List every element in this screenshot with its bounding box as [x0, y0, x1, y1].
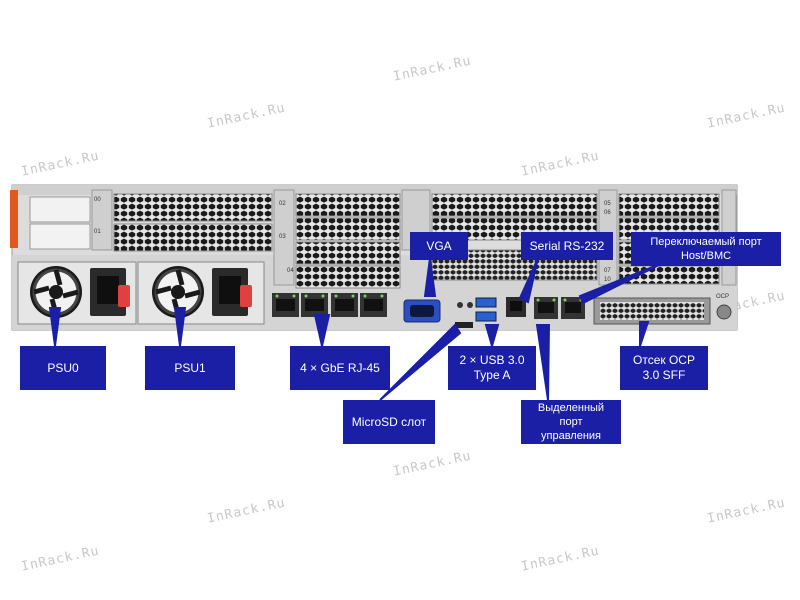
vent-grille [295, 241, 401, 265]
psu0-release-latch[interactable] [118, 285, 130, 307]
power-led-icon [457, 302, 463, 308]
slot-number: 07 [604, 268, 611, 274]
usb-port[interactable] [475, 311, 497, 322]
slot-number: 06 [604, 210, 611, 216]
id-button[interactable] [467, 302, 473, 308]
slot-number: 03 [279, 234, 286, 240]
callout-microsd: MicroSD слот [343, 400, 435, 444]
usb-port[interactable] [475, 297, 497, 308]
vent-grille [295, 265, 401, 289]
callout-psu1: PSU1 [145, 346, 235, 390]
slot-number: 02 [279, 201, 286, 207]
vent-grille [113, 193, 273, 222]
gbe-port-group [272, 293, 387, 317]
psu1-release-latch[interactable] [240, 285, 252, 307]
vent-grille [113, 223, 273, 252]
callout-psu0: PSU0 [20, 346, 106, 390]
slot-number: 05 [604, 201, 611, 207]
vent-grille [431, 193, 598, 217]
microsd-slot[interactable] [455, 322, 473, 328]
callout-vga: VGA [410, 232, 468, 260]
callout-mgmt: Выделенный порт управления [521, 400, 621, 444]
leader-lines [48, 257, 666, 401]
callout-ocp: Отсек OCP 3.0 SFF [620, 346, 708, 390]
callout-host-bmc: Переключаемый порт Host/BMC [631, 232, 781, 266]
ocp-label: OCP [716, 294, 729, 300]
vent-grille [618, 193, 720, 217]
thumbscrew-icon[interactable] [716, 304, 732, 320]
psu1-module [137, 261, 265, 325]
latch-handle[interactable] [10, 190, 18, 248]
slot-number: 01 [94, 229, 101, 235]
callout-serial: Serial RS-232 [521, 232, 613, 260]
vent-grille [295, 193, 401, 217]
psu0-module [17, 261, 137, 325]
callout-usb: 2 × USB 3.0 Type A [448, 346, 536, 390]
slot-number: 10 [604, 277, 611, 283]
slot-number: 04 [287, 268, 294, 274]
callout-gbe: 4 × GbE RJ-45 [290, 346, 390, 390]
vent-grille [295, 217, 401, 241]
slot-number: 00 [94, 197, 101, 203]
